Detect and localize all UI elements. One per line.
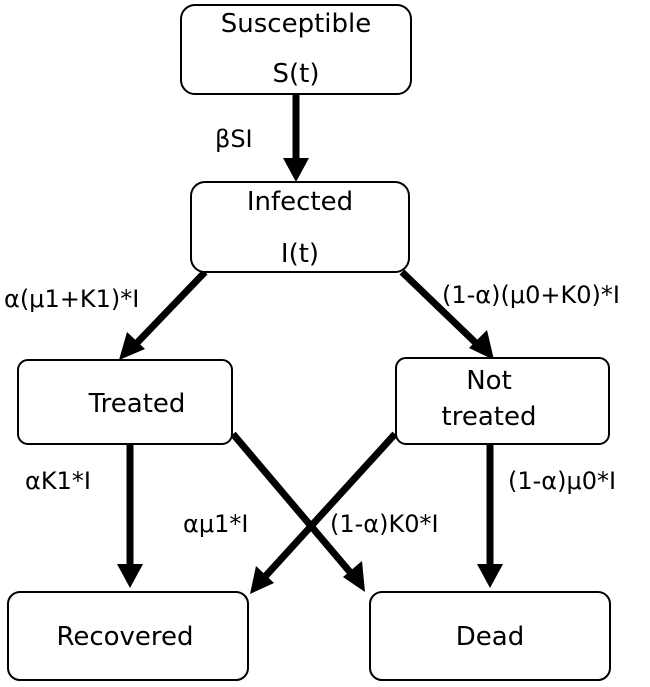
edge-not-treated-to-dead	[477, 444, 503, 588]
edge-s-to-i	[283, 94, 309, 182]
edge-infected-to-not-treated	[399, 269, 494, 360]
edge-treated-to-dead	[230, 431, 365, 592]
node-recovered: Recovered	[7, 591, 249, 681]
edge-label-not-treated-to-dead: (1-α)μ0*I	[508, 467, 616, 495]
node-not-treated-line2: treated	[442, 402, 537, 432]
node-not-treated: Not treated	[395, 357, 610, 445]
edge-label-infected-to-treated: α(μ1+K1)*I	[4, 285, 139, 313]
edge-infected-to-treated	[119, 269, 208, 360]
edge-treated-to-recovered	[117, 444, 143, 588]
node-infected-variable: I(t)	[281, 239, 319, 269]
edge-not-treated-to-recovered	[250, 431, 398, 594]
node-treated: Treated	[17, 359, 233, 445]
edge-label-infected-to-not-treated: (1-α)(μ0+K0)*I	[442, 281, 620, 309]
node-not-treated-line1: Not	[466, 366, 512, 396]
node-dead: Dead	[369, 591, 611, 681]
node-susceptible-label: Susceptible	[221, 9, 371, 39]
edge-label-s-to-i: βSI	[215, 125, 253, 153]
node-infected: Infected I(t)	[190, 181, 410, 273]
node-susceptible: Susceptible S(t)	[180, 4, 412, 95]
node-dead-label: Dead	[456, 622, 524, 652]
node-recovered-label: Recovered	[56, 622, 193, 652]
node-infected-label: Infected	[247, 187, 353, 217]
edge-label-treated-to-dead: αμ1*I	[183, 510, 248, 538]
edge-label-treated-to-recovered: αK1*I	[25, 467, 91, 495]
node-treated-label: Treated	[88, 389, 186, 419]
edge-label-not-treated-to-recovered: (1-α)K0*I	[330, 510, 439, 538]
node-susceptible-variable: S(t)	[273, 59, 320, 89]
